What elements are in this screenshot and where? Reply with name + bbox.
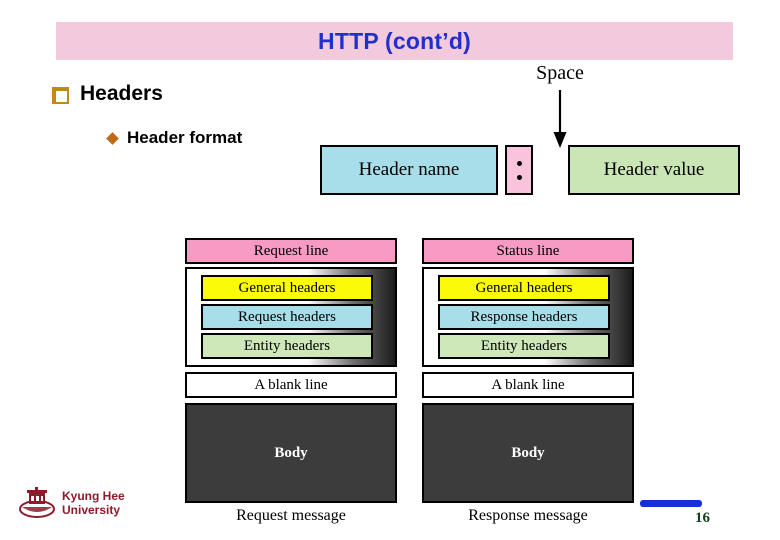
page-title: HTTP (cont’d) [318, 27, 471, 54]
response-message-caption: Response message [468, 507, 588, 524]
diamond-bullet-icon [106, 131, 119, 145]
bullet-headers-label: Headers [80, 82, 163, 105]
request-line-row: Request line [185, 238, 397, 264]
response-message-diagram: Status line General headers Response hea… [422, 238, 634, 525]
university-logo-text: Kyung Hee University [62, 489, 125, 517]
page-number-bar [640, 500, 702, 507]
header-name-box: Header name [320, 145, 498, 195]
request-blank-line-row: A blank line [185, 372, 397, 398]
request-message-caption: Request message [236, 507, 346, 524]
bullet-headers: Headers [52, 82, 163, 106]
space-annotation-label: Space [536, 62, 584, 84]
header-value-box: Header value [568, 145, 740, 195]
response-entity-headers-box: Entity headers [438, 333, 610, 359]
response-headers-container: General headers Response headers Entity … [422, 267, 634, 367]
space-arrow [536, 90, 584, 150]
response-general-headers-box: General headers [438, 275, 610, 301]
request-headers-box: Request headers [201, 304, 373, 330]
header-name-label: Header name [358, 159, 460, 180]
hollow-square-bullet-icon [52, 86, 69, 104]
request-general-headers-box: General headers [201, 275, 373, 301]
kyung-hee-emblem-icon [19, 487, 55, 518]
response-body-row: Body [422, 403, 634, 503]
colon-dot-lower-icon [516, 174, 522, 180]
bullet-header-format-label: Header format [127, 128, 243, 147]
request-headers-container: General headers Request headers Entity h… [185, 267, 397, 367]
logo-line-1: Kyung Hee [62, 489, 125, 503]
bullet-header-format: Header format [106, 128, 243, 148]
request-entity-headers-box: Entity headers [201, 333, 373, 359]
logo-line-2: University [62, 503, 121, 517]
university-logo: Kyung Hee University [18, 487, 125, 519]
status-line-row: Status line [422, 238, 634, 264]
down-arrow-icon [553, 90, 567, 148]
slide-title-bar: HTTP (cont’d) [56, 22, 733, 60]
header-colon-box [505, 145, 533, 195]
page-number: 16 [695, 510, 710, 526]
header-format-figure: Space Header name Header value [310, 62, 750, 207]
header-value-label: Header value [603, 159, 705, 180]
response-headers-box: Response headers [438, 304, 610, 330]
request-body-row: Body [185, 403, 397, 503]
colon-dot-upper-icon [516, 160, 522, 166]
request-message-diagram: Request line General headers Request hea… [185, 238, 397, 525]
response-blank-line-row: A blank line [422, 372, 634, 398]
